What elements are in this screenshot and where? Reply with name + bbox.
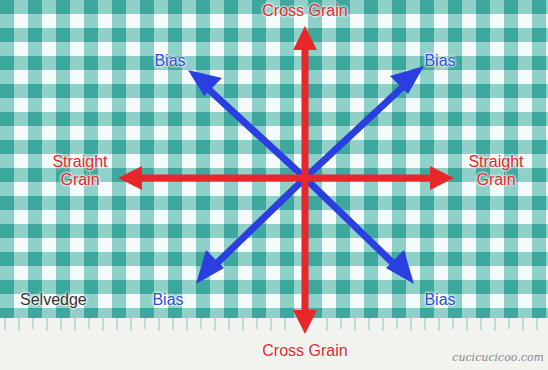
grain-label: Straight Grain xyxy=(456,153,536,190)
grain-label: Straight Grain xyxy=(40,153,120,190)
grain-arrows xyxy=(118,26,454,334)
bias-label: Bias xyxy=(424,291,455,309)
watermark: cucicucicoo.com xyxy=(452,352,544,365)
bias-label: Bias xyxy=(152,291,183,309)
grain-label: Cross Grain xyxy=(262,342,347,360)
selvedge-label: Selvedge xyxy=(20,291,87,309)
gingham-fabric xyxy=(0,0,548,318)
grain-label: Cross Grain xyxy=(262,2,347,20)
bias-label: Bias xyxy=(154,52,185,70)
bias-label: Bias xyxy=(424,52,455,70)
selvedge-fringe xyxy=(5,318,537,331)
